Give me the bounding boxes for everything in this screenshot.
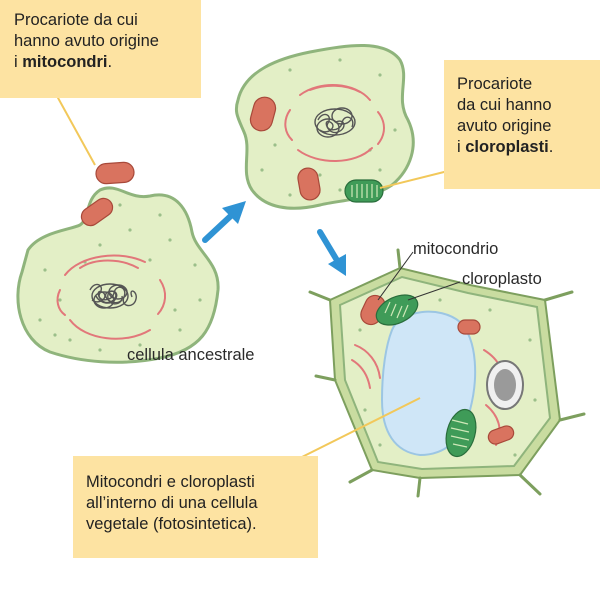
callout-chloro-line1: Procariote (457, 75, 533, 93)
label-chloroplast: cloroplasto (462, 270, 542, 288)
ancestral-nucleoid (89, 283, 137, 309)
ancestral-cell-membrane (16, 186, 220, 364)
callout-plant-line1: Mitocondri e cloroplasti (86, 473, 255, 491)
ancestral-er-membranes (56, 254, 166, 340)
plant-cell-ribosome-dots (358, 298, 537, 457)
leader-mito-origin (51, 86, 96, 166)
callout-chloro-line2: da cui hanno (457, 96, 552, 114)
label-ancestral-cell: cellula ancestrale (127, 346, 255, 364)
arrow-to-mito-cell (202, 201, 246, 243)
callout-chloro-line4: i cloroplasti. (457, 138, 554, 156)
callout-chloro-bold: cloroplasti (465, 138, 549, 156)
callout-mito-line1: Procariote da cui (14, 11, 138, 29)
mito-cell (234, 43, 415, 210)
mito-cell-nucleoid (314, 107, 356, 138)
leader-mitochondrion-label (377, 251, 414, 301)
engulfed-prokaryote-mito (80, 197, 114, 227)
callout-mito-origin: Procariote da cui hanno avuto origine i … (0, 0, 201, 98)
label-mitochondrion: mitocondrio (413, 240, 499, 258)
plant-cell-nucleolus (494, 369, 516, 401)
mito-cell-membrane (234, 43, 415, 210)
mito-cell-mitochondrion-1 (249, 96, 277, 132)
callout-chloro-origin: Procariote da cui hanno avuto origine i … (444, 60, 600, 189)
free-prokaryote-mito (95, 161, 135, 185)
label-leader-lines (377, 251, 461, 301)
leader-plant-cell (299, 397, 421, 459)
ancestral-ribosome-dots (38, 203, 202, 352)
plant-cell-chloroplast-2 (445, 408, 477, 458)
plant-cell (308, 248, 586, 498)
leader-lines (51, 86, 453, 459)
free-prokaryote-chloro (344, 179, 384, 203)
callout-plant-line3: vegetale (fotosintetica). (86, 515, 257, 533)
callout-plant-cell: Mitocondri e cloroplasti all’interno di … (73, 456, 318, 558)
leader-chloro-origin (379, 169, 453, 189)
plant-cell-mitochondrion-2 (457, 319, 481, 335)
leader-chloroplast-label (407, 281, 461, 301)
plant-cell-chloroplast-1 (375, 294, 419, 326)
mito-cell-er-membranes (284, 84, 385, 162)
callout-chloro-line3: avuto origine (457, 117, 552, 135)
ancestral-cell (16, 186, 220, 364)
callout-plant-line2: all’interno di una cellula (86, 494, 258, 512)
plant-cell-mitochondrion-3 (487, 425, 515, 445)
callout-mito-line3: i mitocondri. (14, 53, 113, 71)
callout-mito-line2: hanno avuto origine (14, 32, 159, 50)
arrow-to-plant-cell (317, 229, 346, 276)
plant-cell-wall-extensions (308, 248, 586, 498)
callout-mito-bold: mitocondri (22, 53, 108, 71)
mito-cell-mitochondrion-2 (297, 167, 321, 201)
